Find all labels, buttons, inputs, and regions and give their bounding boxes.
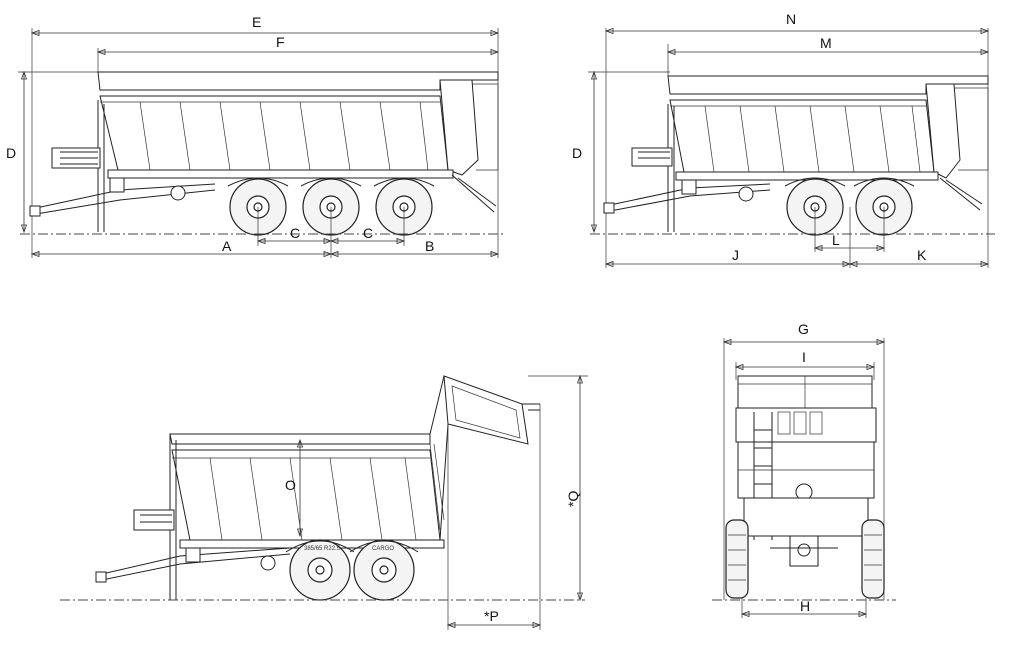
dim-label-m: M bbox=[820, 35, 832, 51]
dim-label-b: B bbox=[425, 238, 434, 254]
dim-label-a: A bbox=[222, 238, 232, 254]
dim-label-c-1: C bbox=[290, 225, 300, 241]
dim-label-l: L bbox=[832, 232, 840, 248]
tire-marking-brand: CARGO bbox=[372, 546, 394, 552]
dim-label-o: O bbox=[285, 477, 296, 493]
dim-label-h: H bbox=[800, 598, 810, 614]
side-view-2-axle: N M D bbox=[572, 11, 995, 268]
dim-label-k: K bbox=[917, 247, 927, 263]
rear-view: G I bbox=[712, 321, 896, 618]
dim-label-p: *P bbox=[484, 608, 499, 624]
dim-label-i: I bbox=[802, 349, 806, 365]
rear-tires bbox=[725, 519, 885, 599]
dim-label-c-2: C bbox=[363, 225, 373, 241]
dim-label-q: *Q bbox=[565, 491, 581, 507]
dim-label-d-left: D bbox=[6, 145, 16, 161]
side-view-tipping: O 385/65 R22.5 CARGO bbox=[60, 374, 588, 630]
dim-label-f: F bbox=[276, 34, 285, 50]
side-view-3-axle: E F D bbox=[6, 14, 505, 258]
tire-marking-size: 385/65 R22.5 bbox=[304, 546, 341, 552]
dim-label-n: N bbox=[786, 11, 796, 27]
dim-label-j: J bbox=[732, 247, 739, 263]
dim-label-e: E bbox=[252, 14, 261, 30]
dim-label-d-right: D bbox=[572, 145, 582, 161]
wheels-2-axle bbox=[786, 178, 913, 236]
dim-label-g: G bbox=[798, 321, 809, 337]
wheels-tipping: 385/65 R22.5 CARGO bbox=[289, 539, 415, 601]
